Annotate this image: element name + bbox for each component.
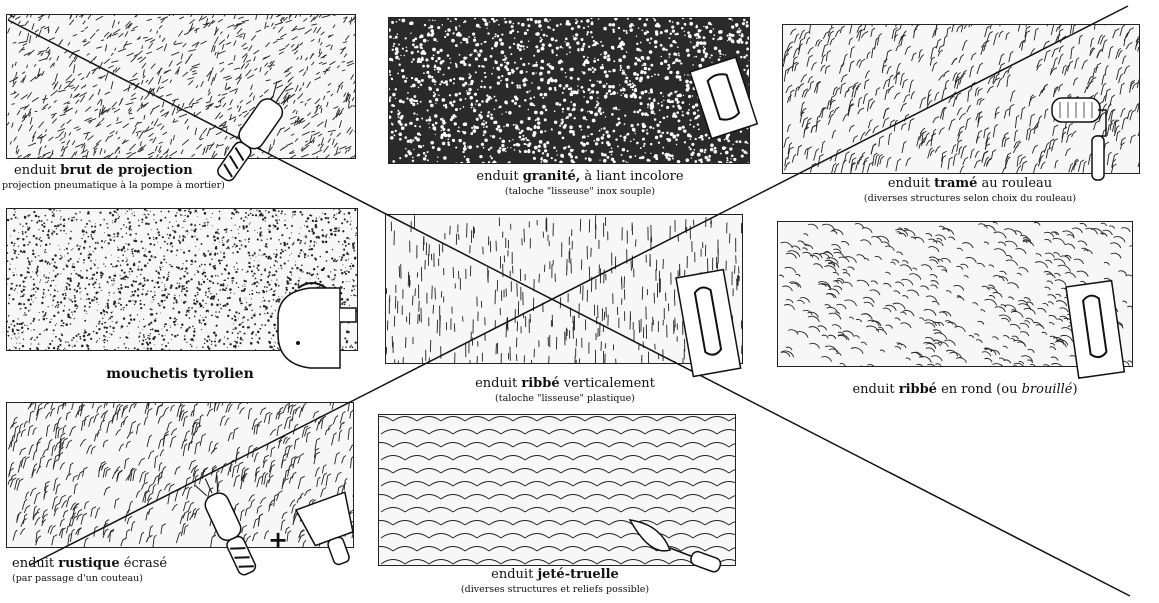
- panel-rustique: [6, 402, 354, 548]
- panel-projection: [6, 14, 356, 159]
- caption-mouchetis: mouchetis tyrolien: [80, 366, 280, 382]
- caption-jete: enduit jeté-truelle (diverses structures…: [420, 567, 690, 595]
- mouchetis-texture: [7, 209, 358, 351]
- panel-ribbe-vertical: [385, 214, 743, 364]
- subcaption-trame: (diverses structures selon choix du roul…: [820, 193, 1120, 204]
- caption-granite: enduit granité, à liant incolore (taloch…: [440, 169, 720, 197]
- rustique-texture: [7, 403, 354, 548]
- caption-ribbe-rond: enduit ribbé en rond (ou brouillé): [820, 382, 1110, 397]
- panel-granite: [388, 17, 750, 164]
- caption-rustique: enduit rustique écrasé (par passage d'un…: [12, 556, 167, 584]
- granite-texture: [389, 18, 750, 164]
- subcaption-granite: (taloche "lisseuse" inox souple): [440, 186, 720, 197]
- ribbe-rond-texture: [778, 222, 1133, 367]
- panel-mouchetis: [6, 208, 358, 351]
- panel-jete: [378, 414, 736, 566]
- ribbe-vertical-texture: [386, 215, 743, 364]
- caption-projection: enduit brut de projection projection pne…: [14, 163, 225, 191]
- subcaption-ribbe-vertical: (taloche "lisseuse" plastique): [430, 393, 700, 404]
- jete-texture: [379, 415, 736, 566]
- subcaption-jete: (diverses structures et reliefs possible…: [420, 584, 690, 595]
- trame-texture: [783, 25, 1140, 174]
- caption-trame: enduit tramé au rouleau (diverses struct…: [820, 176, 1120, 204]
- caption-ribbe-vertical: enduit ribbé verticalement (taloche "lis…: [430, 376, 700, 404]
- subcaption-projection: projection pneumatique à la pompe à mort…: [2, 180, 225, 191]
- panel-ribbe-rond: [777, 221, 1133, 367]
- projection-texture: [7, 15, 356, 159]
- panel-trame: [782, 24, 1140, 174]
- subcaption-rustique: (par passage d'un couteau): [12, 573, 167, 584]
